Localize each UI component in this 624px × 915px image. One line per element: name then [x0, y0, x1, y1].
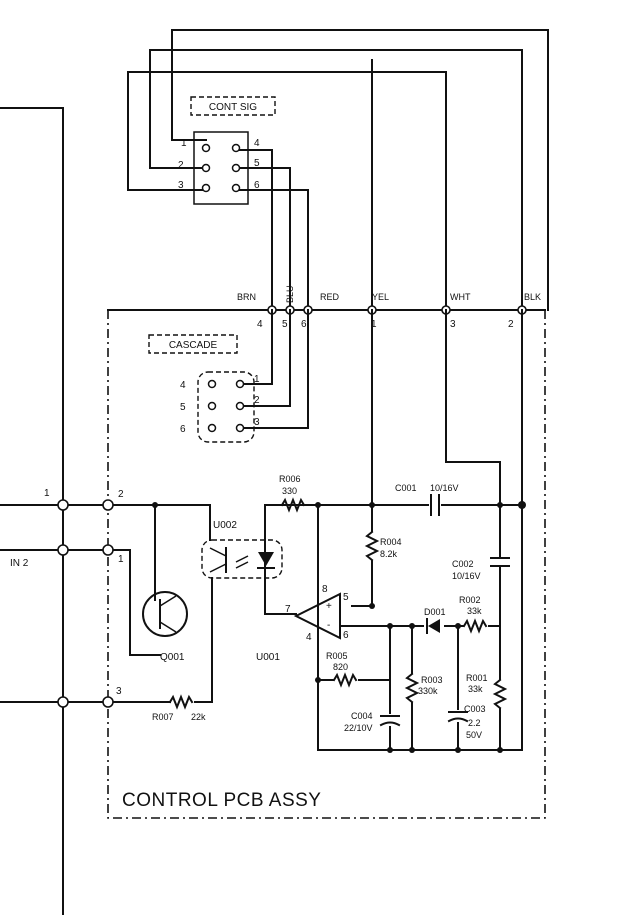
u001-pin4: 4	[306, 632, 312, 643]
r002-value: 33k	[467, 606, 482, 616]
u002-ref: U002	[213, 520, 237, 531]
top-terminals: 4 5 6 1 3 2	[257, 305, 527, 330]
c002-ref: C002	[452, 559, 474, 569]
r004-value: 8.2k	[380, 549, 398, 559]
d001-ref: D001	[424, 607, 446, 617]
left-terminal-1: 1	[44, 488, 50, 499]
c003-value: 2.2	[468, 718, 481, 728]
pcb-outline	[107, 309, 546, 819]
wire-label-wht: WHT	[450, 292, 471, 302]
terminal-5: 5	[282, 319, 288, 330]
transistor-q001: Q001	[142, 591, 188, 663]
cascade-pin-6: 6	[180, 424, 186, 435]
wire-label-red: RED	[320, 292, 340, 302]
cascade-pin-3: 3	[254, 417, 260, 428]
left-terminal-3: 3	[116, 686, 122, 697]
cascade-pin-1: 1	[254, 374, 260, 385]
wire-color-labels: BRN BLU RED YEL WHT BLK	[237, 285, 541, 303]
opamp-u001: 8 5 7 4 6 + - U001	[256, 584, 349, 663]
assembly-label: CONTROL PCB ASSY	[122, 790, 321, 811]
resistor-r006: R006 330	[279, 474, 306, 513]
capacitor-c004: C004 22/10V	[344, 711, 401, 733]
harness-wires	[127, 29, 549, 311]
c003-ref: C003	[464, 704, 486, 714]
r006-ref: R006	[279, 474, 301, 484]
u001-pin8: 8	[322, 584, 328, 595]
r005-ref: R005	[326, 651, 348, 661]
c004-ref: C004	[351, 711, 373, 721]
capacitor-c003: C003 2.2 50V	[447, 704, 486, 740]
cascade-pin-4: 4	[180, 380, 186, 391]
cascade-pin-5: 5	[180, 402, 186, 413]
r003-ref: R003	[421, 675, 443, 685]
terminal-6: 6	[301, 319, 307, 330]
cont-sig-pin-1: 1	[181, 138, 187, 149]
left-terminals: 1 2 IN 2 1 3	[10, 488, 124, 708]
resistor-r004: R004 8.2k	[364, 530, 402, 562]
r004-ref: R004	[380, 537, 402, 547]
outer-frame-left	[0, 107, 64, 915]
wire-label-blk: BLK	[524, 292, 541, 302]
resistor-r007: R007 22k	[152, 694, 206, 722]
c002-value: 10/16V	[452, 571, 481, 581]
r006-value: 330	[282, 486, 297, 496]
r002-ref: R002	[459, 595, 481, 605]
cascade-label: CASCADE	[169, 340, 218, 351]
optocoupler-u002: U002	[201, 520, 283, 579]
u001-minus: -	[327, 620, 330, 631]
q001-ref: Q001	[160, 652, 185, 663]
r001-value: 33k	[468, 684, 483, 694]
wire-label-blu: BLU	[285, 285, 295, 303]
capacitor-c001: C001 10/16V	[395, 483, 459, 516]
cont-sig-pin-6: 6	[254, 180, 260, 191]
cont-sig-pin-2: 2	[178, 160, 184, 171]
resistor-r001: R001 33k	[466, 673, 508, 710]
cont-sig-label: CONT SIG	[209, 102, 257, 113]
cont-sig-pin-5: 5	[254, 158, 260, 169]
r003-value: 330k	[418, 686, 438, 696]
r001-ref: R001	[466, 673, 488, 683]
cont-sig-pin-3: 3	[178, 180, 184, 191]
diode-d001: D001	[424, 607, 446, 634]
terminal-1: 1	[371, 319, 377, 330]
resistor-r002: R002 33k	[459, 595, 488, 634]
cascade-pin-2: 2	[254, 395, 260, 406]
terminal-3: 3	[450, 319, 456, 330]
wire-label-brn: BRN	[237, 292, 256, 302]
resistor-r003: R003 330k	[404, 672, 443, 704]
r005-value: 820	[333, 662, 348, 672]
terminal-2: 2	[508, 319, 514, 330]
u001-pin7: 7	[285, 604, 291, 615]
u001-plus: +	[326, 601, 332, 612]
u001-ref: U001	[256, 652, 280, 663]
c001-ref: C001	[395, 483, 417, 493]
r007-value: 22k	[191, 712, 206, 722]
capacitor-c002: C002 10/16V	[452, 557, 510, 581]
c003-voltage: 50V	[466, 730, 482, 740]
c004-value: 22/10V	[344, 723, 373, 733]
junction-dots	[152, 501, 526, 753]
r007-ref: R007	[152, 712, 174, 722]
u001-pin6: 6	[343, 630, 349, 641]
terminal-4: 4	[257, 319, 263, 330]
in-2-label: IN 2	[10, 558, 29, 569]
u001-pin5: 5	[343, 592, 349, 603]
left-terminal-1b: 1	[118, 554, 124, 565]
cont-sig-connector: CONT SIG 1 2 3 4 5 6	[178, 96, 276, 205]
left-terminal-2: 2	[118, 489, 124, 500]
cont-sig-pin-4: 4	[254, 138, 260, 149]
cascade-connector: CASCADE 4 5 6 1 2 3	[148, 309, 309, 443]
c001-value: 10/16V	[430, 483, 459, 493]
wire-label-yel: YEL	[372, 292, 389, 302]
resistor-r005: R005 820	[326, 651, 358, 688]
internal-wiring	[0, 309, 523, 751]
